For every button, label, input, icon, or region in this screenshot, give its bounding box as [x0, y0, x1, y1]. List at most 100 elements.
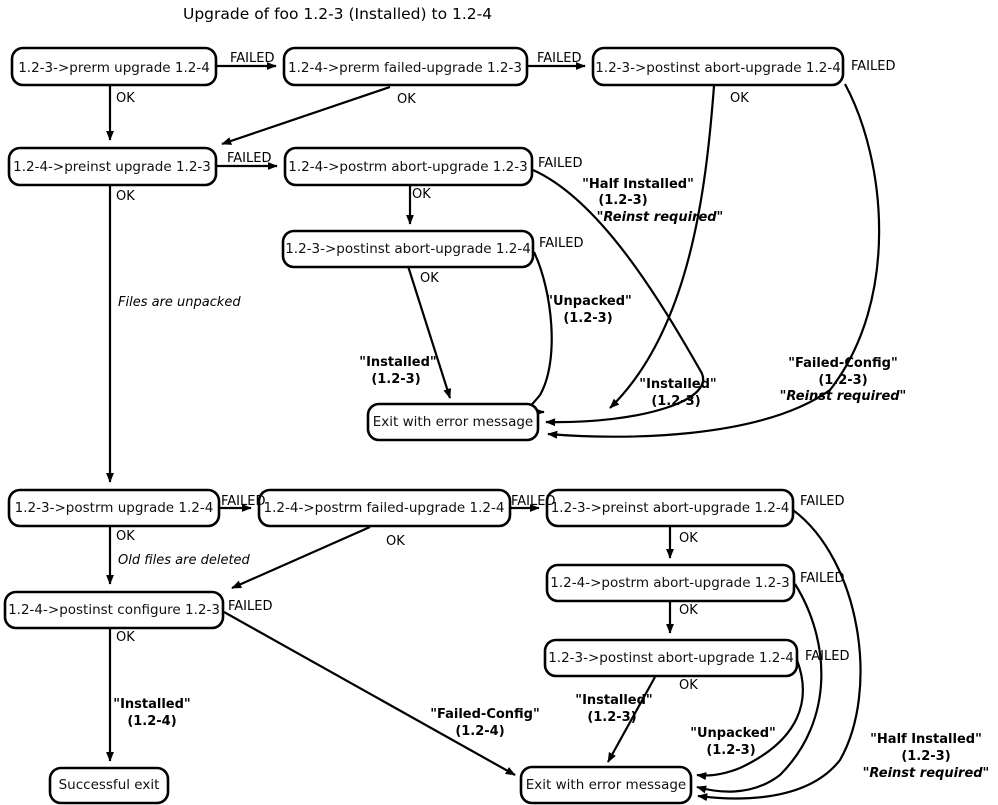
- node-postrm-upgrade[interactable]: 1.2-3->postrm upgrade 1.2-4: [7, 488, 221, 528]
- state-line-3: "Reinst required": [597, 210, 724, 225]
- state-annotation-unpacked-upper: "Unpacked" (1.2-3): [546, 294, 632, 326]
- node-exit-with-error-message-lower[interactable]: Exit with error message: [519, 765, 693, 805]
- state-line-2: (1.2-3): [587, 710, 636, 725]
- edge-label-failed: FAILED: [228, 599, 272, 614]
- node-box[interactable]: [10, 46, 218, 87]
- state-line-1: "Half Installed": [582, 177, 694, 192]
- node-postinst-abort-upgrade-lower[interactable]: 1.2-3->postinst abort-upgrade 1.2-4: [543, 638, 799, 678]
- edge-label-ok: OK: [397, 92, 416, 107]
- state-line-2: (1.2-3): [818, 373, 867, 388]
- edge-label-ok: OK: [730, 91, 749, 106]
- node-text: 1.2-4->postinst configure 1.2-3: [8, 602, 220, 618]
- edge-label-ok: OK: [116, 189, 135, 204]
- edge-n6-exit-ok: [406, 265, 452, 399]
- node-exit-with-error-message-upper[interactable]: Exit with error message: [366, 402, 540, 442]
- state-line-2: (1.2-3): [706, 743, 755, 758]
- edge-n11-exit2-failed: [696, 583, 823, 794]
- state-annotation-half-installed-lower: "Half Installed" (1.2-3) "Reinst require…: [863, 732, 990, 781]
- node-box[interactable]: [543, 638, 799, 678]
- state-annotation-half-installed-upper: "Half Installed" (1.2-3) "Reinst require…: [582, 177, 723, 225]
- node-text: Successful exit: [59, 777, 160, 793]
- state-line-1: "Installed": [639, 377, 716, 392]
- edges-layer: [106, 62, 881, 802]
- node-text: Exit with error message: [373, 414, 533, 430]
- node-box[interactable]: [545, 563, 796, 603]
- node-postinst-abort-upgrade-top[interactable]: 1.2-3->postinst abort-upgrade 1.2-4: [591, 46, 845, 87]
- notes-layer: Files are unpacked Old files are deleted: [118, 295, 251, 568]
- node-postrm-failed-upgrade[interactable]: 1.2-4->postrm failed-upgrade 1.2-4: [257, 488, 512, 528]
- node-postrm-abort-upgrade-lower[interactable]: 1.2-4->postrm abort-upgrade 1.2-3: [545, 563, 796, 603]
- edge-label-ok: OK: [116, 529, 135, 544]
- edge-label-failed: FAILED: [800, 494, 844, 509]
- state-annotation-installed-lower: "Installed" (1.2-3): [575, 693, 652, 725]
- edge-n13-exit2-failed: [696, 659, 804, 781]
- node-box[interactable]: [3, 590, 225, 630]
- state-annotation-unpacked-lower: "Unpacked" (1.2-3): [690, 726, 776, 758]
- node-preinst-upgrade[interactable]: 1.2-4->preinst upgrade 1.2-3: [7, 146, 218, 187]
- edge-label-failed: FAILED: [805, 649, 849, 664]
- state-line-1: "Installed": [359, 355, 436, 370]
- node-prerm-upgrade[interactable]: 1.2-3->prerm upgrade 1.2-4: [10, 46, 218, 87]
- state-line-1: "Unpacked": [546, 294, 632, 309]
- state-line-1: "Failed-Config": [788, 356, 898, 371]
- edge-label-ok: OK: [412, 187, 431, 202]
- state-line-2: (1.2-3): [651, 394, 700, 409]
- state-annotation-failed-config-upper: "Failed-Config" (1.2-3) "Reinst required…: [780, 356, 907, 404]
- node-postinst-abort-upgrade-upper[interactable]: 1.2-3->postinst abort-upgrade 1.2-4: [281, 229, 535, 269]
- state-line-1: "Installed": [575, 693, 652, 708]
- state-line-2: (1.2-4): [127, 714, 176, 729]
- node-box[interactable]: [7, 488, 221, 528]
- node-box[interactable]: [545, 488, 795, 528]
- state-line-1: "Half Installed": [870, 732, 982, 747]
- nodes-layer: 1.2-3->prerm upgrade 1.2-4 1.2-4->prerm …: [3, 46, 845, 805]
- node-prerm-failed-upgrade[interactable]: 1.2-4->prerm failed-upgrade 1.2-3: [282, 46, 529, 87]
- edge-n10-exit2-failed: [697, 509, 862, 802]
- edge-label-failed: FAILED: [230, 51, 274, 66]
- node-box[interactable]: [519, 765, 693, 805]
- note-old-files-deleted: Old files are deleted: [118, 553, 251, 568]
- edge-label-failed: FAILED: [538, 156, 582, 171]
- node-box[interactable]: [257, 488, 512, 528]
- node-text: 1.2-3->preinst abort-upgrade 1.2-4: [551, 500, 790, 516]
- state-annotation-failed-config-lower: "Failed-Config" (1.2-4): [430, 707, 540, 739]
- edge-n2-n4: [221, 85, 391, 146]
- edge-n3-exit-ok: [609, 85, 716, 409]
- edge-n12-exit2: [223, 611, 516, 776]
- node-text: 1.2-4->preinst upgrade 1.2-3: [13, 159, 211, 175]
- state-annotation-installed-upper-left: "Installed" (1.2-3): [359, 355, 436, 387]
- edge-n5-exit-failed: [532, 168, 704, 427]
- edge-label-failed: FAILED: [221, 494, 265, 509]
- edge-labels-layer: FAILED FAILED FAILED OK OK OK FAILED FAI…: [116, 51, 895, 693]
- node-box[interactable]: [282, 46, 529, 87]
- node-text: 1.2-4->postrm abort-upgrade 1.2-3: [288, 159, 527, 175]
- edge-label-ok: OK: [420, 271, 439, 286]
- node-text: Exit with error message: [526, 777, 686, 793]
- edge-n6-exit-failed: [528, 251, 553, 416]
- node-box[interactable]: [591, 46, 845, 87]
- node-box[interactable]: [283, 146, 534, 187]
- diagram-title: Upgrade of foo 1.2-3 (Installed) to 1.2-…: [183, 5, 492, 23]
- node-text: 1.2-3->postinst abort-upgrade 1.2-4: [595, 60, 841, 76]
- edge-label-failed: FAILED: [539, 236, 583, 251]
- state-line-2: (1.2-3): [563, 311, 612, 326]
- edge-label-failed: FAILED: [227, 151, 271, 166]
- node-box[interactable]: [281, 229, 535, 269]
- edge-label-ok: OK: [679, 678, 698, 693]
- state-line-1: "Failed-Config": [430, 707, 540, 722]
- node-text: 1.2-3->postrm upgrade 1.2-4: [15, 500, 214, 516]
- node-box[interactable]: [7, 146, 218, 187]
- edge-n9-n12: [231, 525, 371, 590]
- node-successful-exit[interactable]: Successful exit: [48, 766, 170, 805]
- state-annotation-installed-124: "Installed" (1.2-4): [113, 697, 190, 729]
- node-box[interactable]: [48, 766, 170, 805]
- node-text: 1.2-4->prerm failed-upgrade 1.2-3: [288, 60, 522, 76]
- node-text: 1.2-4->postrm abort-upgrade 1.2-3: [550, 575, 789, 591]
- state-annotation-installed-upper-right: "Installed" (1.2-3): [639, 377, 716, 409]
- state-annotations-layer: "Half Installed" (1.2-3) "Reinst require…: [113, 177, 989, 781]
- edge-label-ok: OK: [116, 91, 135, 106]
- node-preinst-abort-upgrade[interactable]: 1.2-3->preinst abort-upgrade 1.2-4: [545, 488, 795, 528]
- node-postinst-configure[interactable]: 1.2-4->postinst configure 1.2-3: [3, 590, 225, 630]
- edge-label-failed: FAILED: [800, 571, 844, 586]
- node-box[interactable]: [366, 402, 540, 442]
- node-postrm-abort-upgrade-upper[interactable]: 1.2-4->postrm abort-upgrade 1.2-3: [283, 146, 534, 187]
